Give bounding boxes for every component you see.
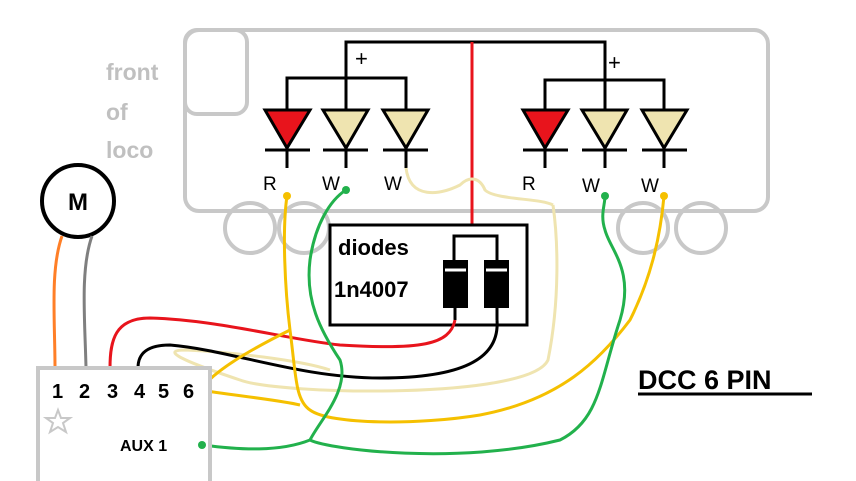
plus-sign-right: + — [608, 50, 621, 75]
pin-3: 3 — [107, 381, 118, 403]
front-label-line1: front — [106, 59, 159, 85]
green-wire — [307, 188, 627, 456]
dot-left-w1 — [342, 186, 350, 194]
pin1-star-icon — [42, 407, 74, 435]
dot-right-w2 — [660, 192, 668, 200]
pin-6: 6 — [183, 381, 194, 403]
motor-circle — [40, 163, 116, 239]
front-label-line2: of — [106, 99, 128, 125]
dot-right-w1 — [601, 192, 609, 200]
motor-wire-gray — [82, 235, 94, 369]
plus-sign-left: + — [355, 46, 368, 71]
aux-dot — [198, 441, 206, 449]
motor-wire-orange — [52, 235, 64, 369]
front-label-line3: loco — [106, 137, 153, 163]
loco-cab-outline — [183, 28, 249, 116]
yellow-wire — [282, 195, 666, 424]
beige-top-wire — [404, 167, 554, 207]
red-wire-pin3 — [108, 316, 457, 369]
decoder-box — [36, 366, 212, 481]
led-label-left-w1: W — [322, 174, 340, 195]
diode-part-label: 1n4007 — [334, 277, 409, 302]
wheel-4 — [674, 201, 728, 255]
led-left-w1 — [320, 108, 371, 168]
pin-4: 4 — [134, 381, 146, 403]
pin-1: 1 — [52, 381, 63, 403]
wheel-1 — [223, 201, 277, 255]
led-left-r — [262, 108, 313, 168]
led-right-r — [520, 108, 571, 168]
diode-1 — [443, 260, 468, 320]
led-left-w2 — [380, 108, 431, 168]
loco-body-outline — [183, 28, 770, 213]
motor-label: M — [68, 189, 88, 216]
pin-2: 2 — [79, 381, 90, 403]
dcc-title: DCC 6 PIN — [638, 365, 772, 395]
pin-5: 5 — [158, 381, 169, 403]
led-right-w1 — [579, 108, 630, 168]
common-bus-wire — [344, 40, 607, 110]
diodes-label: diodes — [338, 235, 409, 260]
diode-2 — [484, 260, 509, 320]
aux-label: AUX 1 — [120, 438, 167, 455]
led-right-w2 — [639, 108, 690, 168]
led-label-right-w2: W — [641, 176, 659, 197]
led-label-right-w1: W — [582, 176, 600, 197]
led-label-left-w2: W — [384, 174, 402, 195]
wheel-3 — [616, 201, 670, 255]
black-wire-pin4 — [136, 319, 499, 380]
led-label-right-r: R — [522, 174, 536, 195]
diode-box — [328, 223, 529, 327]
led-label-left-r: R — [263, 174, 277, 195]
dot-left-r — [283, 192, 291, 200]
